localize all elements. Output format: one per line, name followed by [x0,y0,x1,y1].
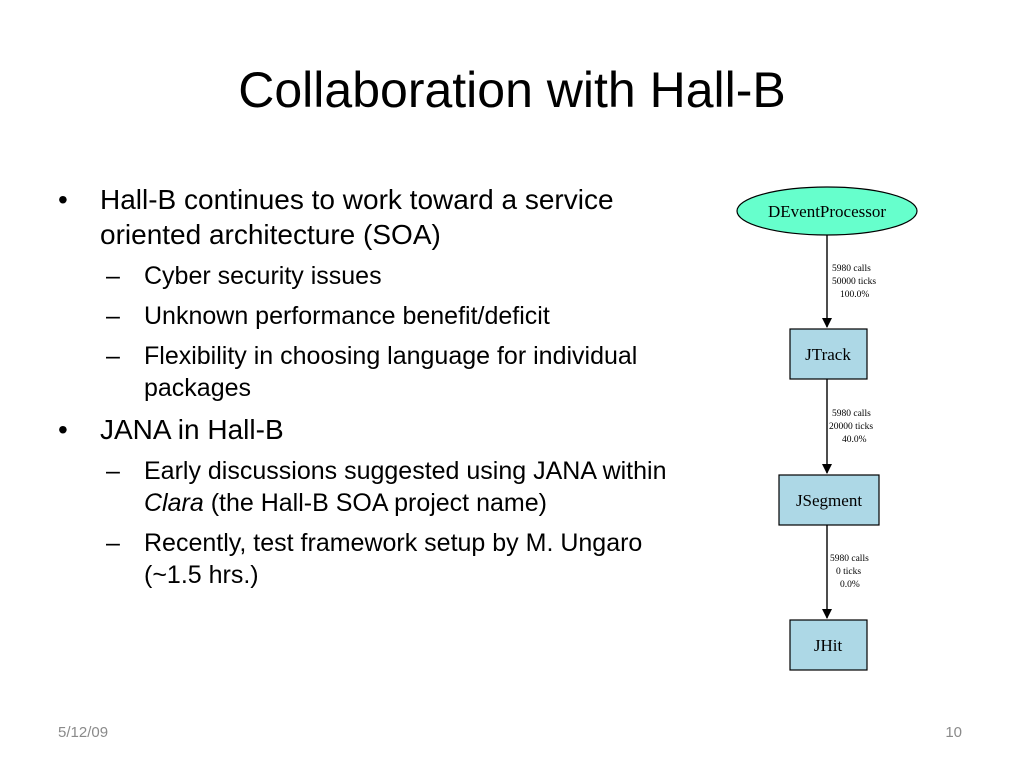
sub-bullet-text: Unknown performance benefit/deficit [144,302,550,330]
graph-node-jsegment: JSegment [778,474,880,526]
node-label: JTrack [805,345,851,364]
bullet-item: • JANA in Hall-B [58,412,698,447]
bullet-list: • Hall-B continues to work toward a serv… [58,182,698,599]
graph-edge: 5980 calls 50000 ticks 100.0% [822,235,876,328]
call-graph-diagram: DEventProcessor 5980 calls 50000 ticks 1… [736,186,918,671]
sub-bullet-item: – Flexibility in choosing language for i… [106,340,698,404]
sub-bullet-item: – Cyber security issues [106,260,698,292]
graph-node-jhit: JHit [789,619,868,671]
graph-node-jtrack: JTrack [789,328,868,380]
node-label: JSegment [796,491,862,510]
graph-edge: 5980 calls 0 ticks 0.0% [822,525,869,619]
bullet-text: Hall-B continues to work toward a servic… [100,184,614,250]
edge-calls: 5980 calls [832,264,871,274]
bullet-text: JANA in Hall-B [100,414,284,445]
bullet-dot-icon: • [58,184,68,215]
sub-bullet-item: – Recently, test framework setup by M. U… [106,527,698,591]
sub-bullet-text: Recently, test framework setup by M. Ung… [144,529,643,589]
edge-ticks: 20000 ticks [829,422,873,432]
sub-bullet-text-emphasis: Clara [144,489,204,517]
box-node-shape [789,619,868,671]
sub-bullet-item: – Unknown performance benefit/deficit [106,300,698,332]
graph-node-deventprocessor: DEventProcessor [736,186,918,236]
sub-bullet-text: Flexibility in choosing language for ind… [144,342,638,402]
sub-bullet-item: – Early discussions suggested using JANA… [106,455,698,519]
dash-icon: – [106,262,120,290]
edge-percent: 0.0% [840,580,860,590]
dash-icon: – [106,302,120,330]
edge-percent: 40.0% [842,435,867,445]
slide-number: 10 [945,724,962,741]
edge-calls: 5980 calls [830,554,869,564]
sub-bullet-text: Cyber security issues [144,262,382,290]
sub-bullet-text-post: (the Hall-B SOA project name) [203,489,547,517]
node-label: DEventProcessor [768,202,886,221]
edge-calls: 5980 calls [832,409,871,419]
bullet-dot-icon: • [58,414,68,445]
sub-bullet-text-pre: Early discussions suggested using JANA w… [144,457,667,485]
dash-icon: – [106,342,120,370]
bullet-item: • Hall-B continues to work toward a serv… [58,182,698,252]
node-label: JHit [814,636,843,655]
edge-percent: 100.0% [840,290,869,300]
box-node-shape [778,474,880,526]
footer-date: 5/12/09 [58,724,109,741]
slide-title: Collaboration with Hall-B [238,62,786,118]
dash-icon: – [106,529,120,557]
box-node-shape [789,328,868,380]
graph-edge: 5980 calls 20000 ticks 40.0% [822,379,873,474]
edge-ticks: 50000 ticks [832,277,876,287]
dash-icon: – [106,457,120,485]
edge-ticks: 0 ticks [836,567,861,577]
